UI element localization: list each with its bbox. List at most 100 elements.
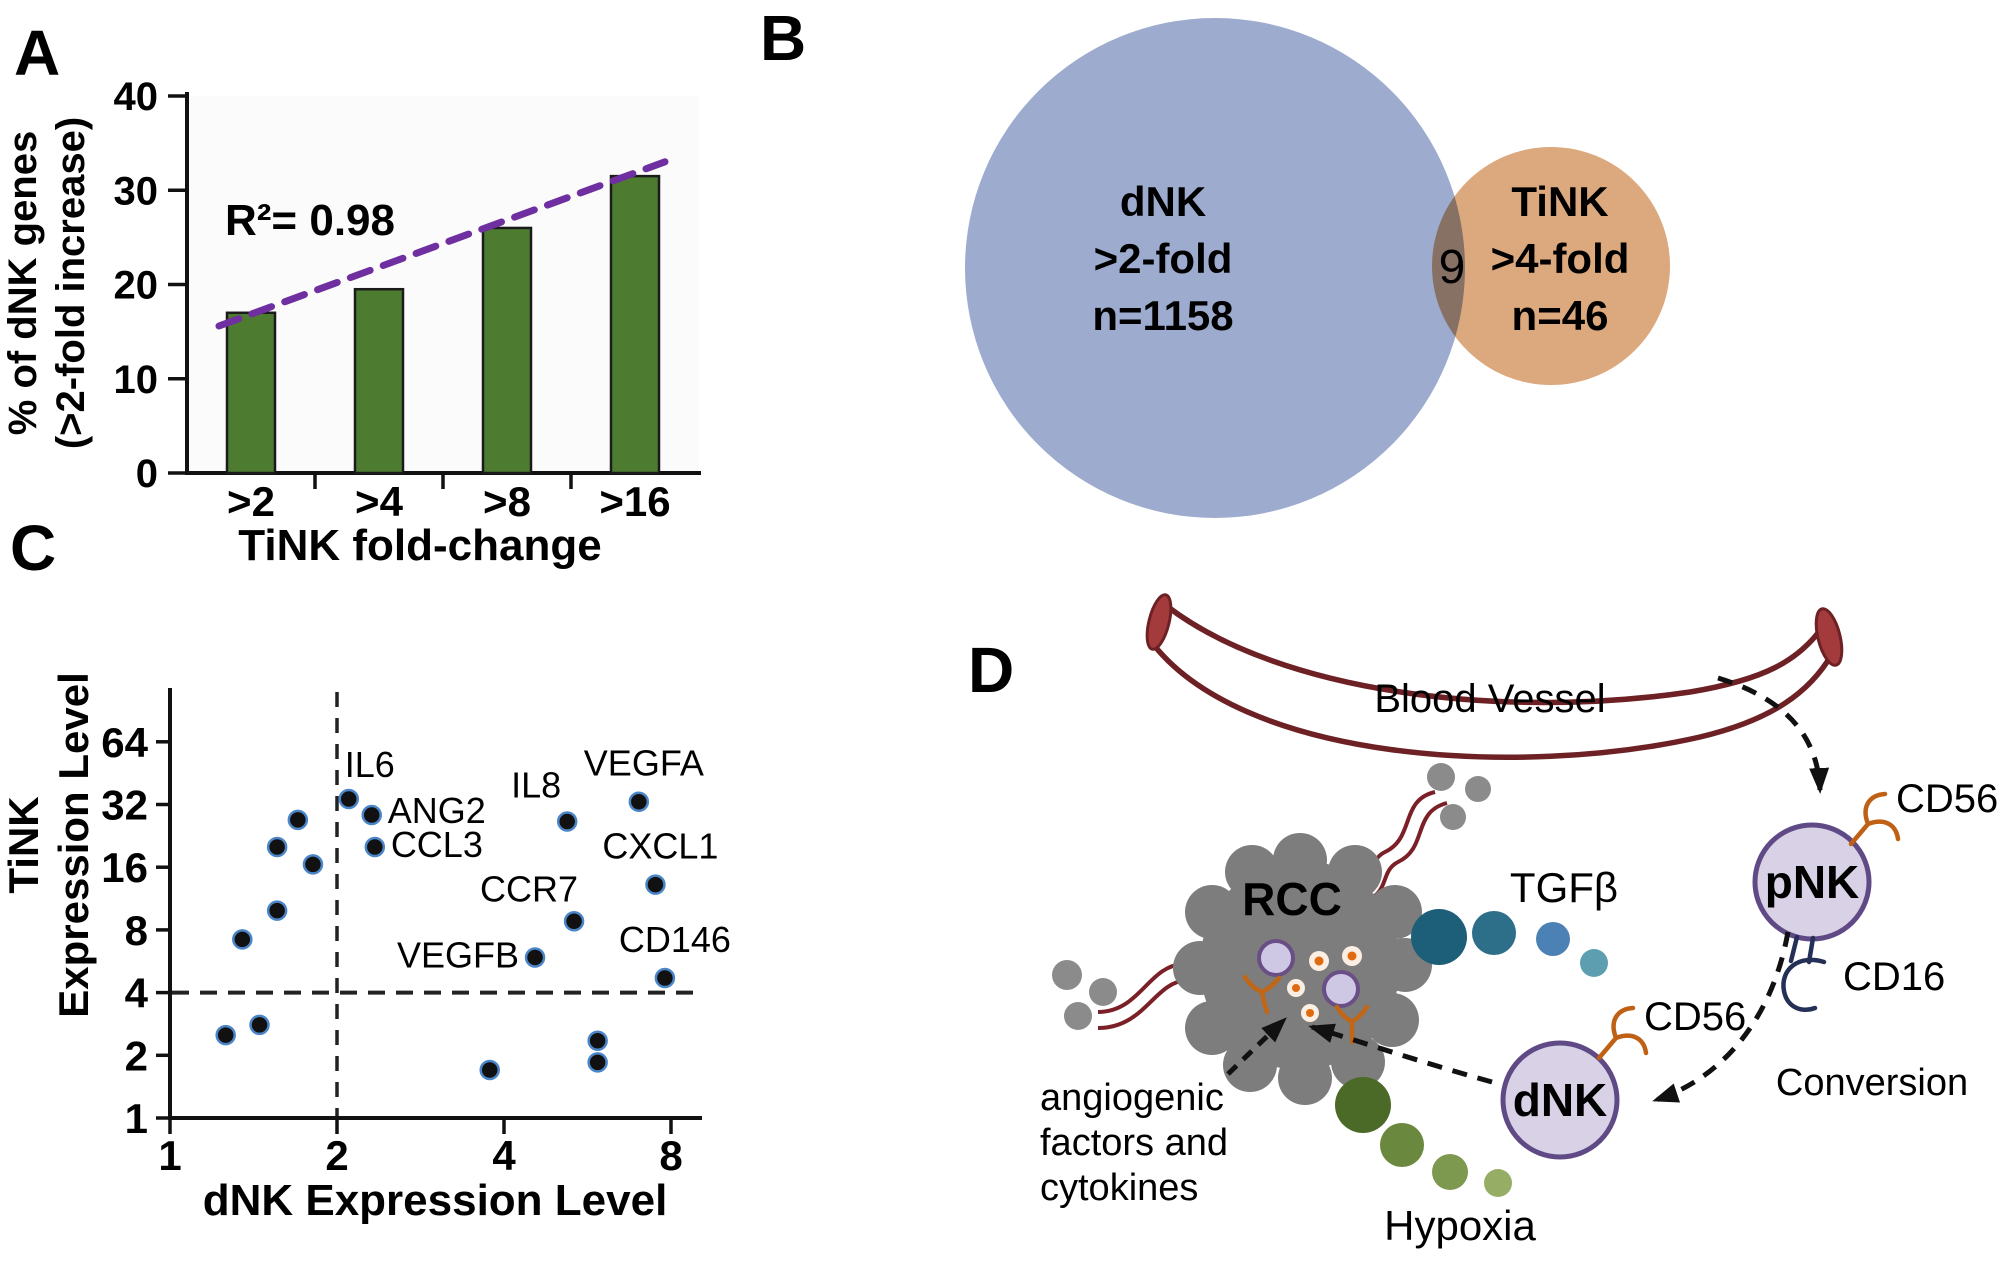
c-y-tick-label: 4	[125, 970, 149, 1017]
cd56-dnk-label: CD56	[1644, 995, 1746, 1039]
c-y-tick-label: 8	[125, 907, 148, 954]
point-label-il8: IL8	[511, 765, 561, 806]
dnk-label: dNK	[1513, 1074, 1608, 1126]
scatter-point-il6	[338, 788, 360, 810]
a-bar	[225, 311, 277, 475]
scatter-point	[287, 809, 309, 831]
pnk-label: pNK	[1765, 856, 1860, 908]
c-y-tick-label: 2	[125, 1032, 148, 1079]
point-label-ang2: ANG2	[388, 790, 486, 831]
a-x-category-label: >2	[227, 478, 275, 525]
scatter-point-cxcl1	[645, 874, 666, 895]
a-ylabel-line2: (>2-fold increase)	[49, 117, 93, 449]
panel-a: A % of dNK genes (>2-fold increase) 0102…	[1, 17, 701, 570]
c-xlabel: dNK Expression Level	[203, 1176, 668, 1225]
a-x-ticks: >2 >4 >8 >16	[227, 473, 671, 525]
a-y-tick-label: 20	[114, 264, 159, 308]
venn-left-line2: >2-fold	[1094, 235, 1233, 282]
scatter-point	[479, 1059, 500, 1081]
grey-cells-top-cluster	[1427, 763, 1491, 830]
scatter-point-ccl3	[364, 836, 386, 858]
arrow-dnk-to-rcc	[1308, 1023, 1493, 1085]
venn-left-line3: n=1158	[1092, 292, 1233, 339]
venn-right-circle	[1432, 147, 1670, 385]
scatter-point-ang2	[361, 804, 382, 826]
a-bar	[609, 174, 661, 475]
secreted-vesicles	[1287, 946, 1362, 1022]
a-annotation-r-squared: R²= 0.98	[225, 196, 395, 245]
vessel-right-cap	[1814, 607, 1844, 667]
receptor-y-icon	[1242, 974, 1370, 1045]
panel-b-letter: B	[760, 2, 806, 74]
venn-left-circle	[965, 18, 1465, 518]
a-bar	[353, 287, 405, 475]
scatter-point	[266, 836, 288, 858]
point-label-il6: IL6	[345, 744, 395, 785]
rcc-label: RCC	[1242, 873, 1342, 925]
arrow-conversion	[1652, 931, 1791, 1103]
scatter-point	[266, 900, 288, 921]
c-x-tick-label: 1	[158, 1132, 181, 1179]
a-bar	[481, 226, 533, 475]
c-y-ticks: 1 2 4 8 16 32 64	[101, 719, 170, 1142]
arrow-vessel-to-pnk	[1717, 675, 1830, 794]
point-label-ccr7: CCR7	[480, 868, 578, 909]
cd56-pnk-label: CD56	[1896, 777, 1998, 821]
a-trendline-dashed	[215, 158, 669, 330]
c-y-tick-label: 32	[101, 782, 148, 829]
c-reference-lines	[172, 692, 698, 1116]
a-trendline	[215, 158, 669, 330]
angiogenic-label-line1: angiogenic	[1040, 1077, 1224, 1119]
a-y-tick-label: 30	[114, 169, 159, 213]
dnk-cell	[1500, 1040, 1620, 1160]
venn-left-line1: dNK	[1120, 178, 1206, 225]
cd56-receptor-icon-pnk	[1848, 791, 1901, 847]
angiogenic-label-line3: cytokines	[1040, 1167, 1198, 1209]
scatter-point-il8	[556, 811, 578, 832]
nk-cell-in-tumor-2	[1322, 970, 1360, 1008]
cd16-receptor-icon	[1781, 934, 1827, 1012]
scatter-point	[249, 1014, 270, 1036]
scatter-point	[302, 854, 324, 875]
blood-vessel-label: Blood Vessel	[1374, 677, 1605, 721]
point-label-vegfb: VEGFB	[397, 934, 519, 975]
vessel-left-cap	[1145, 593, 1173, 651]
tgfb-dots	[1411, 909, 1608, 977]
cd56-receptor-icon-dnk	[1596, 1005, 1649, 1061]
scatter-point	[587, 1052, 608, 1073]
panel-b: B dNK >2-fold n=1158 TiNK >4-fold n=46 9	[760, 2, 1670, 518]
a-x-category-label: >8	[483, 478, 531, 525]
rcc-interior-cells	[1242, 939, 1370, 1045]
blood-vessel-shape	[1145, 593, 1844, 760]
c-y-tick-label: 1	[125, 1095, 148, 1142]
hypoxia-dots	[1335, 1077, 1512, 1197]
hypoxia-label: Hypoxia	[1384, 1202, 1536, 1249]
a-y-tick-label: 0	[136, 452, 158, 496]
a-bars	[225, 174, 661, 475]
venn-overlap-count: 9	[1439, 241, 1466, 294]
panel-d: D Blood Vessel	[968, 593, 1998, 1249]
cd16-label: CD16	[1843, 955, 1945, 999]
point-label-cxcl1: CXCL1	[602, 826, 718, 867]
scatter-point-vegfa	[628, 791, 650, 812]
panel-c-letter: C	[10, 512, 56, 584]
venn-right-line2: >4-fold	[1491, 235, 1630, 282]
a-x-category-label: >4	[355, 478, 404, 525]
point-label-vegfa: VEGFA	[584, 743, 704, 784]
angiogenic-label-line2: factors and	[1040, 1122, 1228, 1164]
grey-cells-left-cluster	[1052, 960, 1117, 1030]
scatter-point	[587, 1030, 608, 1051]
a-y-tick-label: 40	[114, 75, 159, 119]
scatter-point-vegfb	[524, 947, 546, 968]
conversion-label: Conversion	[1776, 1062, 1968, 1104]
a-x-category-label: >16	[599, 478, 670, 525]
c-y-tick-label: 16	[101, 844, 148, 891]
c-ylabel-line1: TiNK	[0, 796, 47, 893]
panel-d-letter: D	[968, 634, 1014, 706]
a-ylabel-line1: % of dNK genes	[1, 131, 45, 435]
tgfb-label: TGFβ	[1510, 864, 1618, 911]
c-y-tick-label: 64	[101, 719, 148, 766]
